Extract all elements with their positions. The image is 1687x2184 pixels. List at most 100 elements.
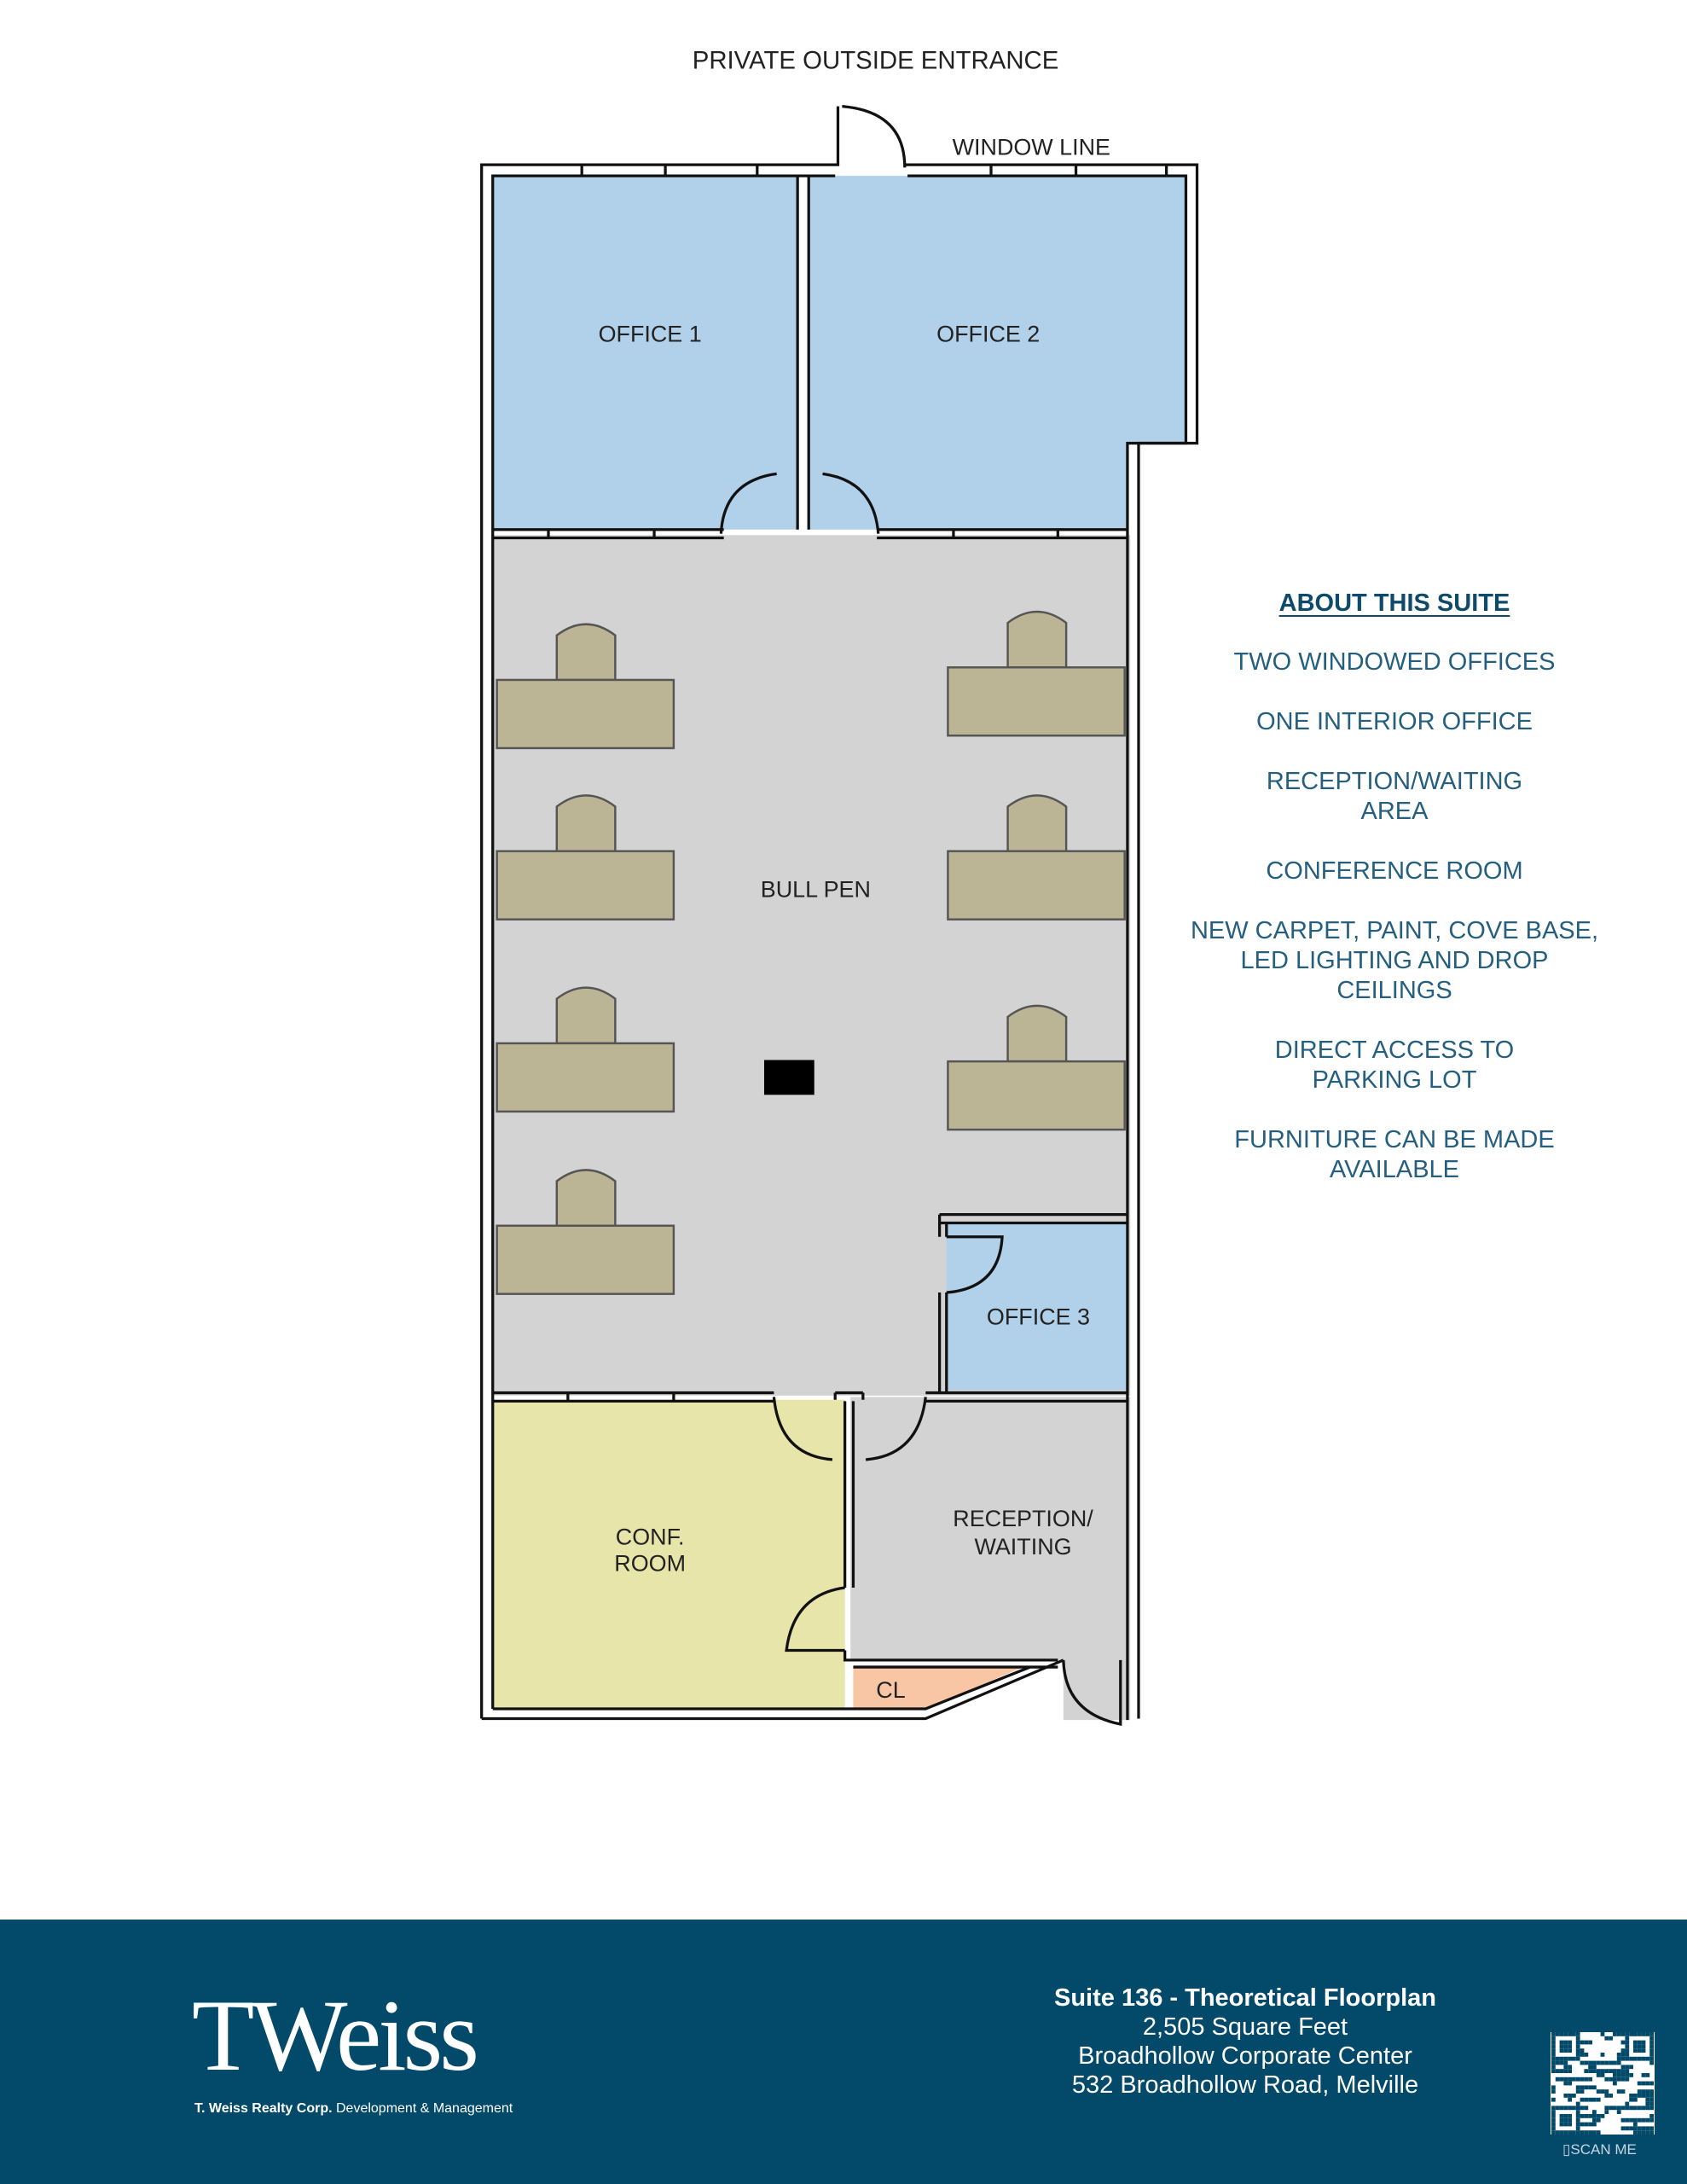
qr-module <box>1555 2056 1560 2061</box>
qr-module <box>1620 2069 1626 2073</box>
qr-module <box>1649 2056 1654 2061</box>
qr-module <box>1613 2073 1617 2077</box>
qr-module <box>1584 2097 1589 2102</box>
qr-module <box>1559 2040 1564 2045</box>
qr-module <box>1637 2106 1642 2111</box>
qr-code[interactable] <box>1551 2032 1655 2135</box>
qr-module <box>1575 2114 1580 2118</box>
qr-module <box>1575 2085 1580 2090</box>
square-feet: 2,505 Square Feet <box>1142 2013 1348 2041</box>
qr-module <box>1588 2097 1592 2102</box>
qr-module <box>1620 2073 1626 2077</box>
qr-module <box>1559 2117 1564 2123</box>
qr-module <box>1641 2094 1646 2098</box>
qr-module <box>1563 2130 1568 2135</box>
qr-module <box>1613 2077 1617 2082</box>
qr-module <box>1588 2065 1592 2070</box>
qr-module <box>1575 2110 1580 2114</box>
qr-module <box>1637 2048 1642 2053</box>
qr-module <box>1600 2060 1605 2065</box>
desk <box>496 850 675 921</box>
qr-module <box>1568 2130 1572 2135</box>
qr-module <box>1616 2056 1621 2061</box>
qr-module <box>1604 2069 1609 2073</box>
qr-module <box>1563 2077 1568 2082</box>
qr-module <box>1629 2073 1633 2077</box>
qr-module <box>1559 2122 1564 2127</box>
qr-module <box>1625 2048 1630 2053</box>
qr-module <box>1625 2069 1630 2073</box>
qr-module <box>1620 2040 1626 2045</box>
qr-module <box>1600 2073 1605 2077</box>
conference-room <box>492 1399 845 1710</box>
office-1 <box>492 176 798 530</box>
qr-module <box>1568 2044 1572 2049</box>
qr-module <box>1563 2048 1568 2053</box>
qr-module <box>1613 2032 1617 2036</box>
qr-module <box>1580 2130 1585 2135</box>
qr-module <box>1633 2094 1638 2098</box>
qr-module <box>1616 2089 1621 2094</box>
qr-module <box>1592 2114 1597 2118</box>
qr-module <box>1616 2053 1621 2057</box>
qr-module <box>1563 2044 1568 2049</box>
qr-module <box>1551 2114 1556 2118</box>
qr-module <box>1641 2089 1646 2094</box>
about-item: TWO WINDOWED OFFICES <box>1233 648 1556 676</box>
qr-module <box>1580 2048 1585 2053</box>
reception-label-1: RECEPTION/ <box>953 1506 1093 1531</box>
office-3-label: OFFICE 3 <box>987 1304 1090 1330</box>
qr-module <box>1649 2040 1654 2045</box>
qr-module <box>1609 2077 1613 2082</box>
qr-module <box>1625 2065 1630 2070</box>
phone-icon: ▯ <box>1562 2141 1571 2158</box>
qr-module <box>1559 2044 1564 2049</box>
qr-module <box>1616 2060 1621 2065</box>
qr-module <box>1600 2032 1605 2036</box>
qr-module <box>1637 2130 1642 2135</box>
scan-me-label: ▯SCAN ME <box>1562 2141 1637 2158</box>
office-1-label: OFFICE 1 <box>599 321 702 346</box>
qr-module <box>1575 2048 1580 2053</box>
qr-module <box>1563 2106 1568 2111</box>
qr-module <box>1629 2126 1633 2131</box>
qr-module <box>1613 2106 1617 2111</box>
qr-module <box>1568 2056 1572 2061</box>
qr-module <box>1551 2036 1556 2041</box>
qr-module <box>1580 2053 1585 2057</box>
qr-module <box>1637 2044 1642 2049</box>
qr-module <box>1551 2053 1556 2057</box>
qr-module <box>1633 2040 1638 2045</box>
qr-module <box>1645 2056 1650 2061</box>
qr-module <box>1575 2122 1580 2127</box>
qr-module <box>1596 2060 1601 2065</box>
qr-module <box>1575 2077 1580 2082</box>
walls <box>480 106 1199 1721</box>
qr-module <box>1568 2065 1572 2070</box>
company-name: T. Weiss Realty Corp. <box>194 2101 333 2116</box>
tweiss-logo: TWeiss <box>192 1988 479 2083</box>
qr-module <box>1629 2032 1633 2036</box>
qr-module <box>1609 2036 1613 2041</box>
closet-label: CL <box>876 1677 905 1703</box>
tagline: Development & Management <box>335 2101 513 2116</box>
qr-module <box>1588 2114 1592 2118</box>
qr-module <box>1568 2097 1572 2102</box>
qr-module <box>1649 2130 1654 2135</box>
qr-module <box>1559 2060 1564 2065</box>
qr-module <box>1637 2081 1642 2086</box>
qr-module <box>1633 2126 1638 2131</box>
qr-module <box>1625 2073 1630 2077</box>
qr-module <box>1563 2114 1568 2118</box>
reception-area <box>850 1397 1131 1721</box>
about-item: RECEPTION/WAITING AREA <box>1266 768 1523 825</box>
qr-module <box>1629 2106 1633 2111</box>
qr-module <box>1572 2094 1576 2098</box>
qr-module <box>1649 2081 1654 2086</box>
qr-module <box>1584 2069 1589 2073</box>
qr-module <box>1588 2060 1592 2065</box>
qr-module <box>1645 2101 1650 2106</box>
about-item: FURNITURE CAN BE MADE AVAILABLE <box>1234 1126 1555 1183</box>
qr-module <box>1613 2069 1617 2073</box>
qr-module <box>1609 2069 1613 2073</box>
